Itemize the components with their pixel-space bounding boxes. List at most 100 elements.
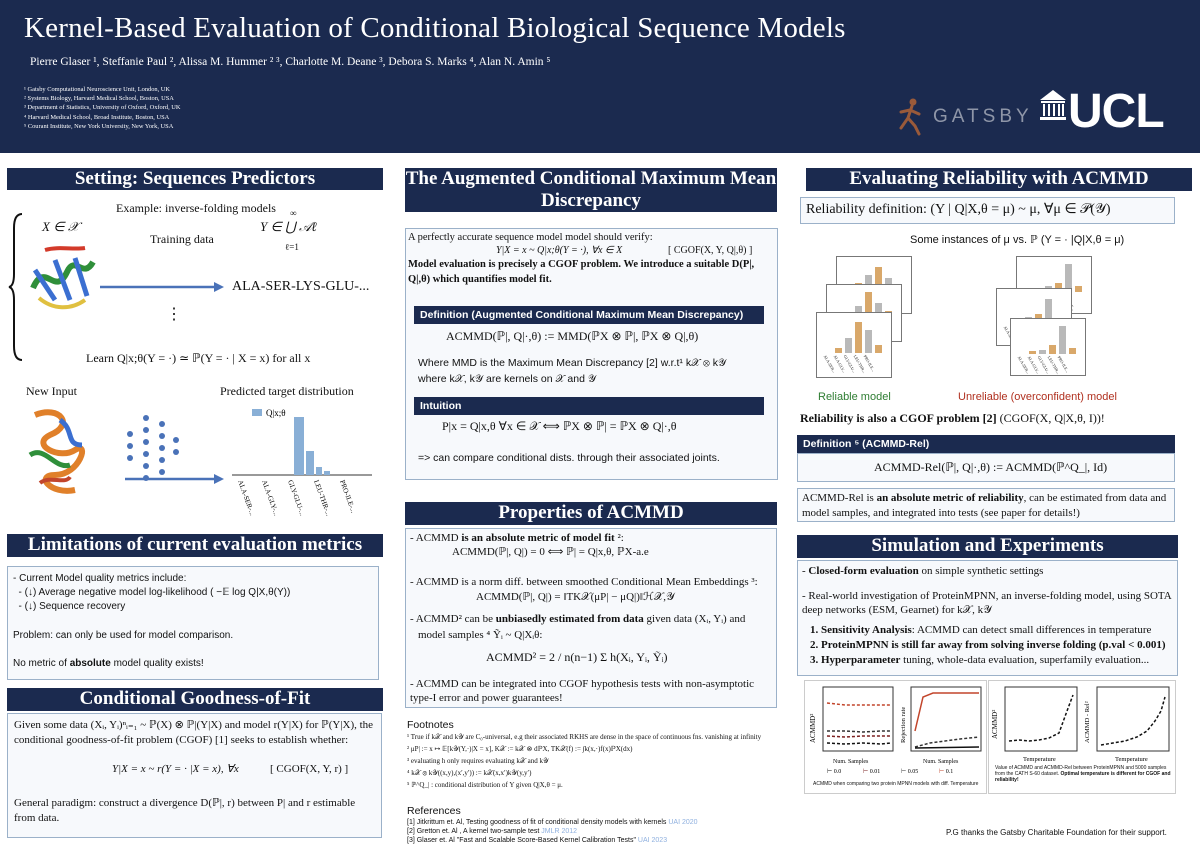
histogram-bar bbox=[865, 291, 872, 320]
brace-icon bbox=[8, 213, 23, 361]
acmmd-box: A perfectly accurate sequence model mode… bbox=[405, 228, 778, 480]
tick-label: GLY-GLU-... bbox=[286, 479, 306, 517]
series-line bbox=[1100, 696, 1166, 746]
histogram-bar bbox=[875, 344, 882, 353]
series-line bbox=[826, 735, 891, 738]
acmmd-rel-definition-title: Definition ⁵ (ACMMD-Rel) bbox=[797, 435, 1175, 453]
series-line bbox=[827, 730, 891, 733]
poster-header: Kernel-Based Evaluation of Conditional B… bbox=[0, 0, 1200, 153]
histogram-bar bbox=[1029, 350, 1036, 354]
series-line bbox=[914, 692, 979, 732]
plot-frame bbox=[1004, 686, 1078, 752]
arrow-icon bbox=[125, 474, 224, 484]
reference-venue[interactable]: UAI 2020 bbox=[668, 819, 698, 826]
legend-label: Q|x;θ bbox=[266, 408, 286, 418]
properties-heading: Properties of ACMMD bbox=[405, 502, 777, 525]
acmmd-rel-equation: ACMMD-Rel(ℙ|, Q|·,θ) := ACMMD(ℙ^Q_|, Id) bbox=[874, 460, 1108, 474]
acmmd-equation: Y|X = x ~ Q|x;θ(Y = ·), ∀x ∈ X bbox=[496, 245, 623, 256]
reference: [2] Gretton et. Al , A kernel two-sample… bbox=[407, 827, 577, 837]
temperature-plots: ACMMD² ACMMD - Rel² Temperature Temperat… bbox=[991, 686, 1170, 763]
neural-network-icon bbox=[127, 415, 179, 481]
emphasis: an absolute metric of reliability bbox=[876, 492, 1024, 504]
learn-statement: Learn Q|x;θ(Y = ·) ≃ ℙ(Y = · | X = x) fo… bbox=[86, 351, 311, 365]
simulation-item: 1. Sensitivity Analysis: ACMMD can detec… bbox=[810, 623, 1151, 637]
reliability-cgof-statement: Reliability is also a CGOF problem [2] (… bbox=[800, 411, 1105, 425]
arrow-icon bbox=[100, 282, 224, 292]
plot-frame bbox=[822, 686, 894, 752]
reference-venue[interactable]: UAI 2023 bbox=[637, 837, 668, 844]
definition-text: Where MMD is the Maximum Mean Discrepanc… bbox=[418, 357, 727, 369]
acknowledgement: P.G thanks the Gatsby Charitable Foundat… bbox=[946, 828, 1167, 837]
cgof-paragraph: Given some data (Xᵢ, Yᵢ)ⁿᵢ₌₁ ~ ℙ(X) ⊗ ℙ|… bbox=[14, 719, 374, 746]
bar-4 bbox=[324, 471, 330, 475]
limitations-heading: Limitations of current evaluation metric… bbox=[7, 534, 383, 557]
cgof-equation-tag: [ CGOF(X, Y, r) ] bbox=[270, 763, 349, 775]
limitations-line: - (↓) Average negative model log-likelih… bbox=[13, 587, 291, 598]
figure-caption: Value of ACMMD and ACMMD-Rel between Pro… bbox=[995, 765, 1171, 783]
intuition-text: => can compare conditional dists. throug… bbox=[418, 452, 720, 464]
text-span: (CGOF(X, Q|X,θ, I))! bbox=[996, 411, 1105, 425]
series-line bbox=[1008, 694, 1074, 742]
histogram-bar bbox=[1049, 345, 1056, 354]
property-equation: ACMMD(ℙ|, Q|) = ‖TK𝒳(μP| − μQ|)‖ℋ𝒳,𝒴 bbox=[476, 591, 675, 603]
emphasis: unbiasedly estimated from data bbox=[495, 613, 644, 625]
histogram-card: ALA-SER...ALA-GLY...GLY-GLU...LEU-THR...… bbox=[816, 312, 892, 378]
protein-structure-image bbox=[28, 409, 85, 494]
ellipsis: ⋮ bbox=[166, 306, 182, 323]
simulation-heading: Simulation and Experiments bbox=[797, 535, 1178, 558]
legend-item: ⊢ 0.05 bbox=[901, 768, 918, 775]
series-line bbox=[914, 746, 980, 749]
text-span: ACMMD-Rel is bbox=[802, 492, 877, 504]
poster-title: Kernel-Based Evaluation of Conditional B… bbox=[24, 12, 846, 44]
legend-item: ⊢ 0.1 bbox=[939, 768, 953, 775]
text-span: [1] Jitkrittum et. Al, Testing goodness … bbox=[407, 819, 669, 826]
text-span: [3] Glaser et. Al "Fast and Scalable Sco… bbox=[407, 837, 638, 844]
protein-structure-image bbox=[30, 246, 96, 310]
affiliation-1: ¹ Gatsby Computational Neuroscience Unit… bbox=[24, 86, 171, 93]
new-input-label: New Input bbox=[26, 384, 77, 398]
x-axis-label: Temperature bbox=[1023, 756, 1056, 763]
emphasis: Optimal temperature is different for CGO… bbox=[995, 771, 1171, 783]
gatsby-logo-text: GATSBY bbox=[933, 106, 1033, 127]
reference: [3] Glaser et. Al "Fast and Scalable Sco… bbox=[407, 836, 667, 846]
histogram-bar bbox=[835, 347, 842, 353]
acmmd-intro: A perfectly accurate sequence model mode… bbox=[408, 232, 653, 243]
footnote: ⁴ k𝒳 ⊗ k𝒴((x,y),(x′,y′)) := k𝒳(x,x′)k𝒴(y… bbox=[407, 769, 532, 777]
text-span: given data (Xᵢ, Yᵢ) and bbox=[643, 613, 746, 625]
reference-venue[interactable]: JMLR 2012 bbox=[541, 828, 578, 835]
text-span: : ACMMD can detect small differences in … bbox=[911, 624, 1152, 636]
property-line: - ACMMD is an absolute metric of model f… bbox=[410, 531, 624, 545]
definition-equation: ACMMD(ℙ|, Q|·,θ) := MMD(ℙX ⊗ ℙ|, ℙX ⊗ Q|… bbox=[446, 329, 699, 343]
bar-1 bbox=[294, 417, 304, 475]
simulation-line: - Closed-form evaluation on simple synth… bbox=[802, 564, 1043, 578]
acmmd-heading: The Augmented Conditional Maximum Mean D… bbox=[405, 168, 777, 212]
histogram-bar bbox=[1059, 325, 1066, 354]
sample-size-figure: ACMMD² Rejection rate Num. Samples Num. … bbox=[804, 680, 987, 794]
ucl-logo: UCL bbox=[1038, 85, 1188, 144]
limitations-problem: Problem: can only be used for model comp… bbox=[13, 630, 234, 641]
acmmd-rel-text-box: ACMMD-Rel is an absolute metric of relia… bbox=[797, 488, 1175, 522]
footnote: ⁵ ℙ^Q_| : conditional distribution of Y … bbox=[407, 781, 563, 789]
property-line: - ACMMD is a norm diff. between smoothed… bbox=[410, 576, 758, 588]
intuition-equation: P|x = Q|x,θ ∀x ∈ 𝒳 ⟺ ℙX ⊗ ℙ| = ℙX ⊗ Q|·,… bbox=[442, 419, 677, 433]
affiliation-3: ³ Department of Statistics, University o… bbox=[24, 104, 181, 112]
cgof-heading: Conditional Goodness-of-Fit bbox=[7, 688, 383, 711]
reference: [1] Jitkrittum et. Al, Testing goodness … bbox=[407, 818, 698, 828]
properties-box: - ACMMD is an absolute metric of model f… bbox=[405, 528, 777, 708]
limitations-line: - Current Model quality metrics include: bbox=[13, 573, 187, 584]
plot-frame bbox=[910, 686, 982, 752]
simulation-item: 2. ProteinMPNN is still far away from so… bbox=[810, 638, 1166, 652]
portico-icon bbox=[1040, 90, 1066, 120]
histogram-bar bbox=[855, 322, 862, 353]
emphasis: Reliability is also a CGOF problem [2] bbox=[800, 411, 997, 425]
limitations-no-metric: No metric of absolute model quality exis… bbox=[13, 657, 204, 671]
figure-caption: ACMMD when comparing two protein MPNN mo… bbox=[813, 781, 979, 787]
limitations-line: - (↓) Sequence recovery bbox=[13, 601, 126, 612]
series-line bbox=[914, 736, 980, 748]
text-span: on simple synthetic settings bbox=[918, 565, 1044, 577]
reliability-definition-box: Reliability definition: (Y | Q|X,θ = μ) … bbox=[800, 197, 1175, 224]
affiliation-4: ⁴ Harvard Medical School, Broad Institut… bbox=[24, 113, 170, 121]
definition-title: Definition (Augmented Conditional Maximu… bbox=[414, 306, 764, 324]
reliability-definition: Reliability definition: (Y | Q|X,θ = μ) … bbox=[806, 202, 1111, 217]
tick-label: PRO-ILE-... bbox=[338, 479, 357, 514]
